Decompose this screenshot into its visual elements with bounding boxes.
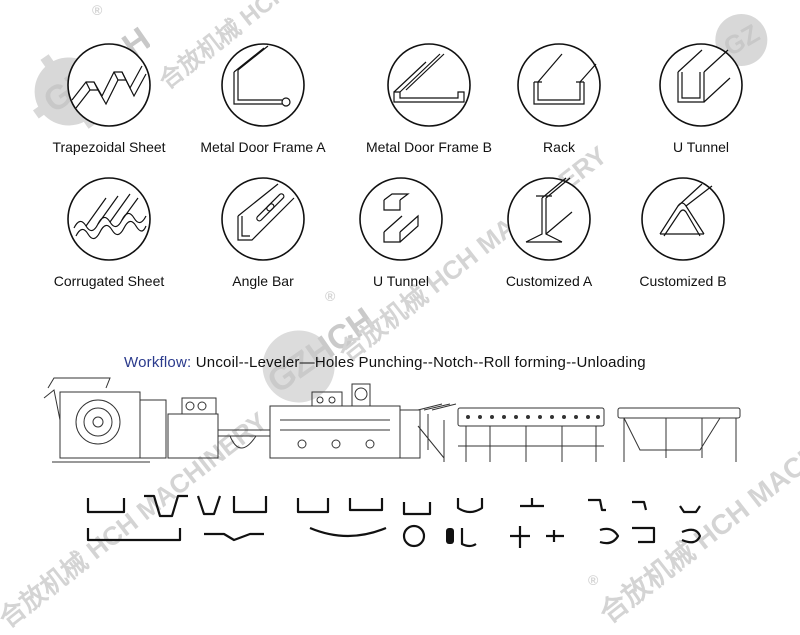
profile-cross-sections	[86, 494, 702, 548]
angle-bar-icon	[221, 177, 305, 261]
profile-curved-channel	[309, 526, 387, 538]
watermark-reg-top: ®	[92, 2, 103, 18]
product-u-tunnel: U Tunnel	[626, 42, 776, 155]
trapezoidal-sheet-icon	[67, 43, 151, 127]
product-door-frame-b: Metal Door Frame B	[354, 42, 504, 155]
profile-flat-wave	[204, 532, 264, 542]
watermark-reg-bottom: ®	[588, 572, 599, 588]
profile-hook-1	[588, 498, 606, 512]
profile-cross	[546, 530, 564, 542]
product-u-tunnel-pieces: U Tunnel	[326, 176, 476, 289]
product-label: Customized A	[505, 273, 593, 289]
product-label: Metal Door Frame A	[200, 139, 326, 155]
profile-t-section	[520, 498, 544, 508]
profile-folded-2	[632, 526, 656, 544]
product-label: Corrugated Sheet	[53, 273, 165, 289]
customized-b-icon	[641, 177, 725, 261]
watermark-reg-center: ®	[325, 288, 336, 304]
door-frame-b-icon	[387, 43, 471, 127]
profile-oval	[402, 524, 426, 548]
rack-icon	[517, 43, 601, 127]
workflow-caption: Workflow: Uncoil--Leveler—Holes Punching…	[124, 354, 646, 371]
profile-hat	[144, 494, 188, 518]
profile-omega	[196, 495, 222, 516]
customized-a-icon	[507, 177, 591, 261]
leveler-machine	[140, 397, 270, 459]
profile-small-c	[402, 502, 432, 516]
product-rack: Rack	[484, 42, 634, 155]
unloading-table-2	[617, 407, 741, 462]
product-label: U Tunnel	[372, 273, 430, 289]
roll-forming-machine	[400, 403, 457, 462]
profile-t-bar	[510, 526, 530, 548]
product-label: Metal Door Frame B	[365, 139, 493, 155]
profile-lipped-channel	[348, 498, 384, 512]
profile-u	[232, 496, 268, 514]
corrugated-sheet-icon	[67, 177, 151, 261]
profile-round-hook	[460, 528, 477, 548]
profile-folded-1	[599, 527, 620, 545]
workflow-label: Workflow:	[124, 354, 192, 371]
product-label: U Tunnel	[672, 139, 730, 155]
product-trapezoidal-sheet: Trapezoidal Sheet	[34, 42, 184, 155]
product-door-frame-a: Metal Door Frame A	[188, 42, 338, 155]
profile-c-channel	[86, 498, 126, 514]
product-customized-b: Customized B	[608, 176, 758, 289]
product-customized-a: Customized A	[474, 176, 624, 289]
product-label: Customized B	[639, 273, 727, 289]
production-line-drawing	[43, 377, 741, 463]
profile-oval-2	[681, 528, 702, 544]
workflow-steps: Uncoil--Leveler—Holes Punching--Notch--R…	[195, 354, 646, 371]
u-tunnel-pieces-icon	[359, 177, 443, 261]
product-label: Angle Bar	[232, 273, 294, 289]
profile-long-channel	[86, 528, 182, 542]
profile-small-u	[679, 505, 701, 514]
product-corrugated-sheet: Corrugated Sheet	[34, 176, 184, 289]
profile-rect-channel	[296, 498, 330, 514]
profile-hook-2	[632, 500, 648, 511]
uncoiler-machine	[43, 377, 150, 463]
profile-round-c	[456, 498, 484, 514]
u-tunnel-icon	[659, 43, 743, 127]
door-frame-a-icon	[221, 43, 305, 127]
punching-machine	[269, 383, 401, 459]
product-angle-bar: Angle Bar	[188, 176, 338, 289]
unloading-table-1	[457, 407, 605, 462]
product-label: Rack	[543, 139, 575, 155]
product-label: Trapezoidal Sheet	[52, 139, 166, 155]
